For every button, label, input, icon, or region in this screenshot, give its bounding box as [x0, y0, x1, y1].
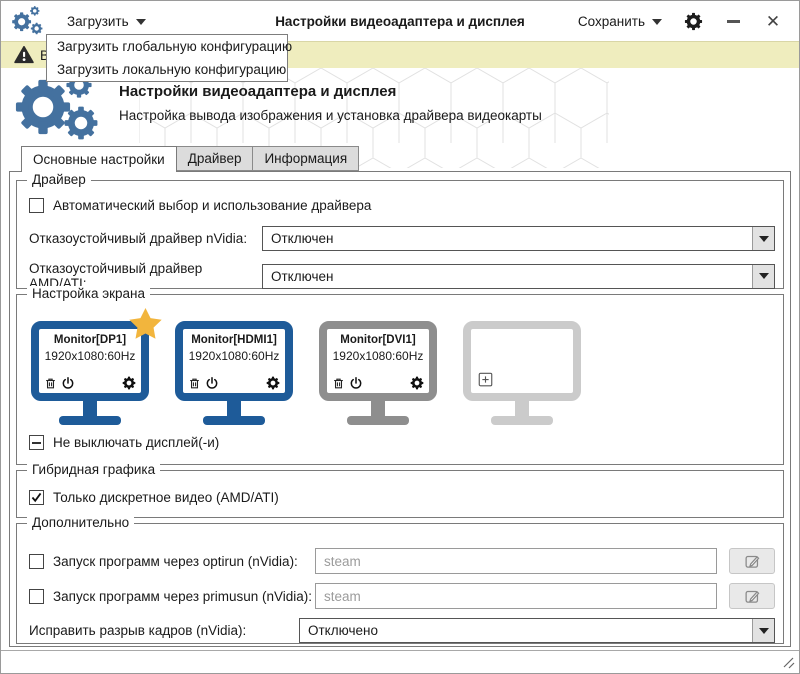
minimize-button[interactable] [723, 11, 743, 31]
close-button[interactable]: ✕ [763, 11, 783, 31]
primusun-command-input[interactable] [315, 583, 717, 609]
group-driver: Драйвер Автоматический выбор и использов… [16, 172, 784, 291]
tearing-fix-value: Отключено [308, 623, 378, 638]
menu-item-load-global-config[interactable]: Загрузить глобальную конфигурацию [57, 39, 293, 54]
chevron-down-icon [758, 627, 769, 634]
keep-displays-on-label: Не выключать дисплей(-и) [53, 435, 220, 450]
combo-arrow-button[interactable] [752, 227, 774, 250]
monitor-settings-gear-icon[interactable] [122, 376, 136, 390]
combo-arrow-button[interactable] [752, 264, 774, 288]
auto-driver-checkbox[interactable] [29, 198, 44, 213]
tearing-fix-select[interactable]: Отключено [299, 618, 775, 643]
power-icon[interactable] [61, 376, 75, 390]
chevron-down-icon [135, 19, 146, 25]
power-icon[interactable] [349, 376, 363, 390]
nvidia-failsafe-value: Отключен [271, 231, 334, 246]
tab-bar: Основные настройки Драйвер Информация [21, 146, 360, 172]
edit-pencil-icon [744, 553, 761, 570]
chevron-down-icon [758, 273, 769, 279]
optirun-label: Запуск программ через optirun (nVidia): [53, 553, 298, 569]
group-extra: Дополнительно Запуск программ через opti… [16, 515, 784, 644]
optirun-command-input[interactable] [315, 548, 717, 574]
nvidia-failsafe-label: Отказоустойчивый драйвер nVidia: [29, 231, 248, 246]
tab-info[interactable]: Информация [253, 146, 360, 171]
chevron-down-icon [652, 19, 662, 25]
close-icon: ✕ [765, 11, 781, 31]
group-screen-legend: Настройка экрана [27, 286, 150, 301]
amd-failsafe-value: Отключен [271, 268, 334, 284]
auto-driver-label: Автоматический выбор и использование дра… [53, 198, 372, 213]
load-menu-button[interactable]: Загрузить [61, 10, 152, 33]
gears-logo-icon [13, 75, 103, 139]
monitor-dvi1[interactable]: Monitor[DVI1] 1920x1080:60Hz [319, 321, 437, 425]
primusun-label: Запуск программ через primusun (nVidia): [53, 588, 313, 604]
status-bar [1, 650, 799, 673]
optirun-checkbox[interactable] [29, 553, 44, 569]
minimize-icon [726, 19, 740, 23]
monitor-resolution: 1920x1080:60Hz [44, 349, 136, 363]
save-menu-label: Сохранить [577, 13, 645, 29]
discrete-only-checkbox[interactable] [29, 490, 44, 505]
monitor-settings-gear-icon[interactable] [266, 376, 280, 390]
primusun-edit-button[interactable] [729, 583, 775, 609]
load-menu-label: Загрузить [67, 13, 129, 29]
chevron-down-icon [758, 235, 769, 242]
monitor-resolution: 1920x1080:60Hz [188, 349, 280, 363]
optirun-edit-button[interactable] [729, 548, 775, 574]
save-menu-button[interactable]: Сохранить [576, 10, 664, 33]
power-icon[interactable] [205, 376, 219, 390]
warning-icon [14, 46, 34, 64]
tearing-fix-label: Исправить разрыв кадров (nVidia): [29, 623, 247, 638]
monitor-resolution: 1920x1080:60Hz [332, 349, 424, 363]
tab-main-settings[interactable]: Основные настройки [21, 146, 177, 172]
nvidia-failsafe-select[interactable]: Отключен [262, 226, 775, 251]
warning-text: В [40, 47, 50, 63]
group-hybrid-legend: Гибридная графика [27, 462, 161, 477]
primusun-checkbox[interactable] [29, 588, 44, 604]
monitor-dp1[interactable]: Monitor[DP1] 1920x1080:60Hz [31, 321, 149, 425]
settings-gear-icon[interactable] [684, 11, 703, 31]
monitor-name: Monitor[DVI1] [340, 334, 416, 346]
monitor-add-slot[interactable] [463, 321, 581, 425]
group-driver-legend: Драйвер [27, 172, 91, 187]
page-subtitle: Настройка вывода изображения и установка… [119, 108, 542, 123]
group-hybrid-graphics: Гибридная графика Только дискретное виде… [16, 462, 784, 518]
add-monitor-plus-icon[interactable] [478, 372, 493, 387]
app-logo-icon [11, 6, 44, 36]
keep-displays-on-checkbox[interactable] [29, 435, 44, 450]
edit-pencil-icon [744, 588, 761, 605]
main-tab-panel: Драйвер Автоматический выбор и использов… [9, 171, 791, 647]
primary-star-icon [129, 307, 162, 340]
combo-arrow-button[interactable] [752, 619, 774, 642]
monitor-settings-gear-icon[interactable] [410, 376, 424, 390]
checkmark-icon [30, 491, 43, 504]
monitor-name: Monitor[DP1] [53, 334, 127, 346]
monitor-hdmi1[interactable]: Monitor[HDMI1] 1920x1080:60Hz [175, 321, 293, 425]
trash-icon[interactable] [188, 377, 201, 390]
indeterminate-mark [32, 441, 41, 444]
load-dropdown-menu: Загрузить глобальную конфигурацию Загруз… [46, 34, 293, 82]
trash-icon[interactable] [44, 377, 57, 390]
group-extra-legend: Дополнительно [27, 515, 135, 530]
group-screen-settings: Настройка экрана Monitor[DP1] 1920x1080:… [16, 286, 784, 465]
monitor-name: Monitor[HDMI1] [191, 334, 277, 346]
trash-icon[interactable] [332, 377, 345, 390]
menu-item-load-local-config[interactable]: Загрузить локальную конфигурацию [57, 62, 287, 77]
amd-failsafe-select[interactable]: Отключен [262, 263, 775, 289]
discrete-only-label: Только дискретное видео (AMD/ATI) [53, 490, 279, 505]
tab-driver[interactable]: Драйвер [176, 146, 254, 171]
resize-grip[interactable] [780, 654, 796, 670]
page-title: Настройки видеоадаптера и дисплея [119, 83, 397, 100]
